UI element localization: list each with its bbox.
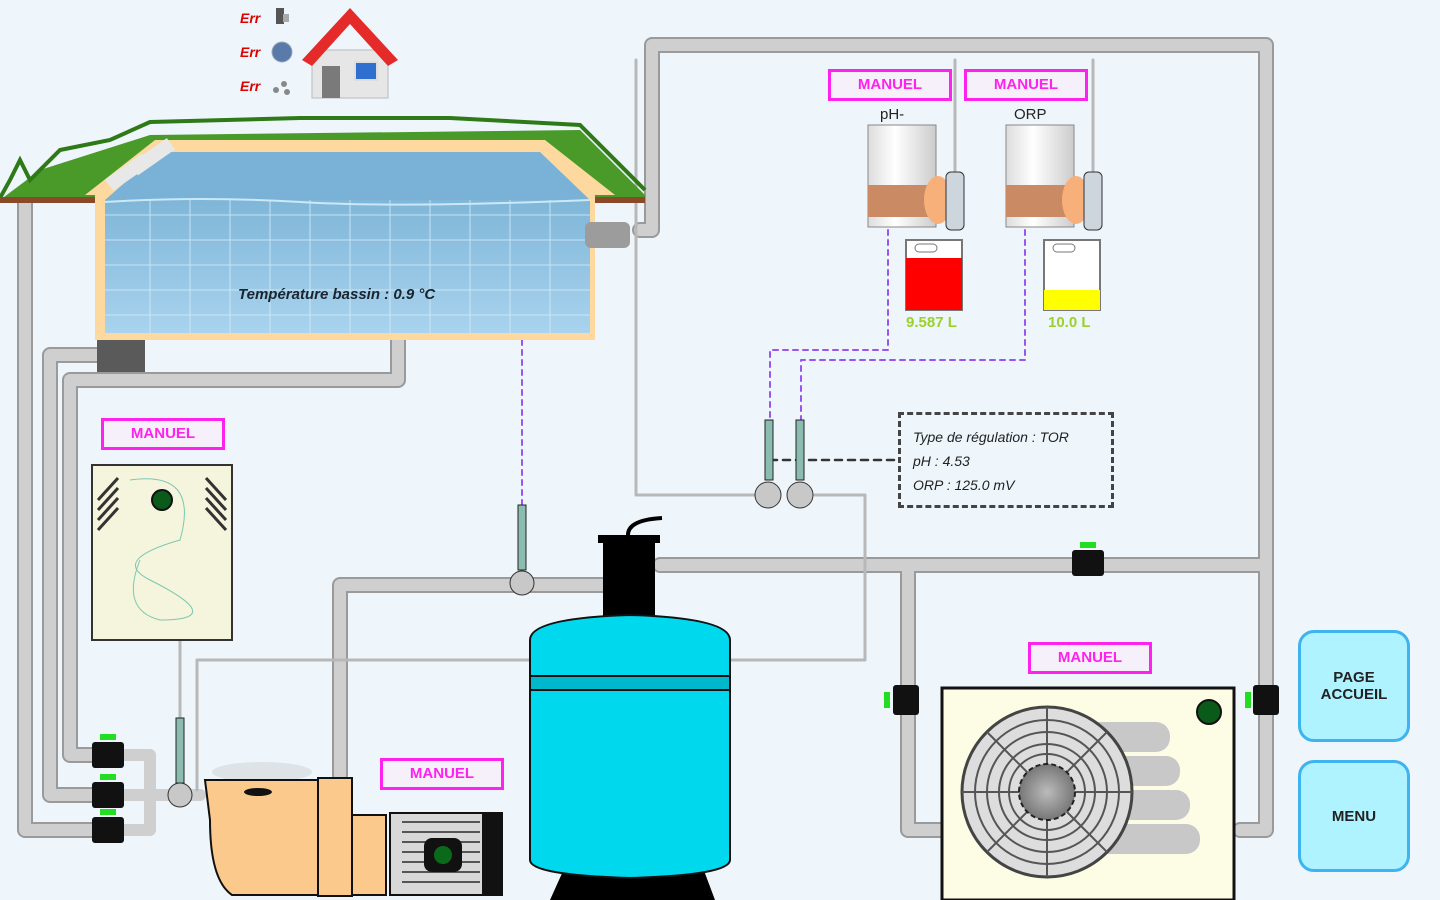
router-status-text: Err bbox=[240, 10, 261, 26]
ph-reservoir bbox=[905, 239, 963, 311]
ph-dosing-pump[interactable] bbox=[867, 124, 965, 231]
ph-volume: 9.587 L bbox=[906, 314, 957, 331]
valve-hp-in bbox=[884, 685, 919, 715]
wifi-router-icon bbox=[276, 8, 289, 24]
home-page-button[interactable]: PAGE ACCUEIL bbox=[1298, 630, 1410, 742]
regulation-info-box: Type de régulation : TOR pH : 4.53 ORP :… bbox=[898, 412, 1114, 508]
orp-reading: ORP : 125.0 mV bbox=[913, 477, 1015, 493]
ph-label: pH- bbox=[880, 106, 905, 123]
valve-return-2 bbox=[92, 774, 124, 808]
valves[interactable] bbox=[92, 542, 1279, 843]
orp-reservoir bbox=[1043, 239, 1101, 311]
electrolyser-mode-badge[interactable]: MANUEL bbox=[101, 418, 225, 450]
heat-pump-mode-badge[interactable]: MANUEL bbox=[1028, 642, 1152, 674]
ph-reading: pH : 4.53 bbox=[913, 453, 970, 469]
network-nodes-icon bbox=[273, 81, 290, 95]
network-status-text: Err bbox=[240, 78, 261, 94]
sand-filter[interactable] bbox=[529, 516, 731, 900]
electrolyser-unit[interactable] bbox=[91, 464, 233, 641]
valve-return-1 bbox=[92, 734, 124, 768]
menu-button[interactable]: MENU bbox=[1298, 760, 1410, 872]
orp-volume: 10.0 L bbox=[1048, 314, 1091, 331]
valve-bypass bbox=[1072, 542, 1104, 576]
heat-pump[interactable] bbox=[940, 686, 1236, 900]
ph-pump-mode-badge[interactable]: MANUEL bbox=[828, 69, 952, 101]
regulation-type: Type de régulation : TOR bbox=[913, 429, 1069, 445]
return-nozzle bbox=[585, 222, 630, 248]
valve-return-3 bbox=[92, 809, 124, 843]
orp-dosing-pump[interactable] bbox=[1005, 124, 1103, 231]
filter-pump[interactable] bbox=[203, 762, 503, 897]
ph-orp-probes bbox=[754, 419, 814, 509]
pipework bbox=[17, 37, 1274, 838]
filter-pump-mode-badge[interactable]: MANUEL bbox=[380, 758, 504, 790]
temperature-probe bbox=[509, 504, 535, 596]
valve-hp-out bbox=[1245, 685, 1279, 715]
orp-pump-mode-badge[interactable]: MANUEL bbox=[964, 69, 1088, 101]
home-page-button-label: PAGE ACCUEIL bbox=[1320, 669, 1388, 703]
internet-status-text: Err bbox=[240, 44, 261, 60]
menu-button-label: MENU bbox=[1331, 807, 1377, 825]
house-icon[interactable] bbox=[302, 8, 398, 99]
pressure-probe bbox=[167, 717, 193, 808]
main-drain bbox=[97, 340, 145, 372]
pool-basin bbox=[0, 116, 647, 340]
pool-temperature: Température bassin : 0.9 °C bbox=[238, 286, 436, 303]
orp-label: ORP bbox=[1014, 106, 1047, 123]
globe-icon bbox=[271, 41, 293, 63]
